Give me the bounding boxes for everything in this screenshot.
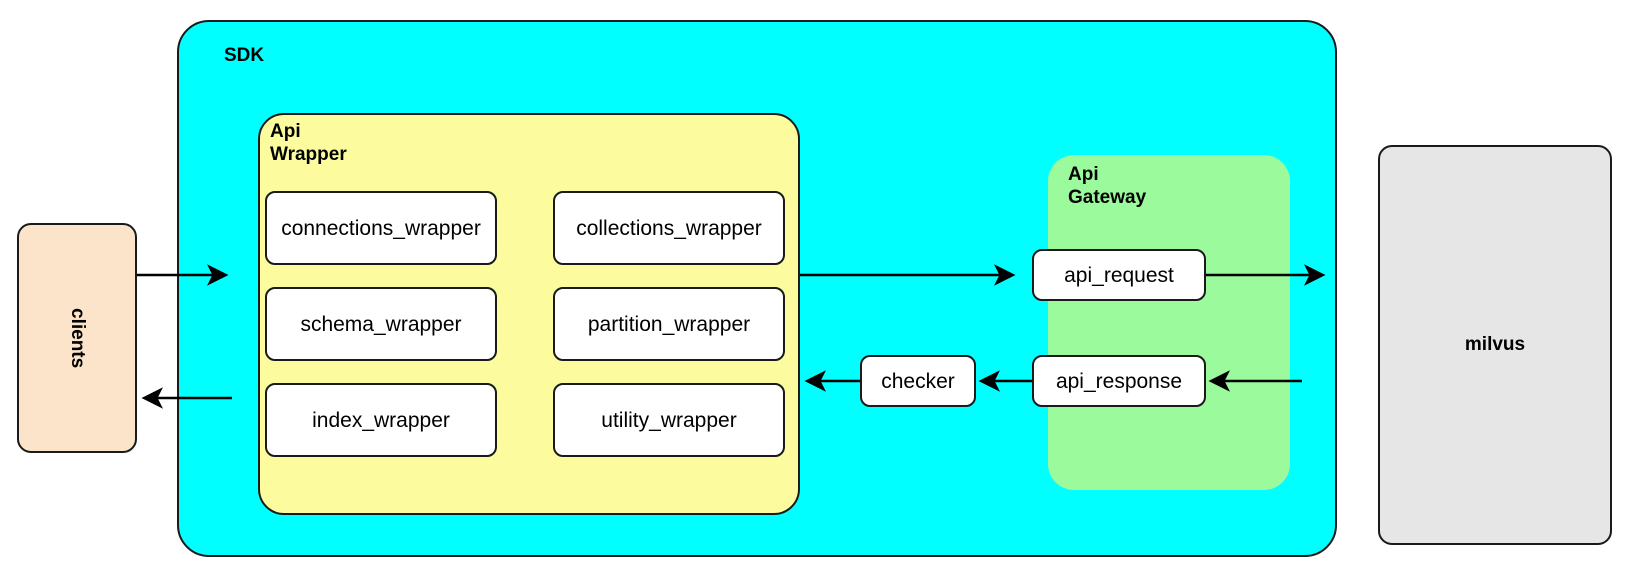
partition-wrapper-label: partition_wrapper [587,312,751,336]
connections-wrapper-box[interactable]: connections_wrapper [265,191,497,265]
api-response-label: api_response [1055,369,1183,393]
clients-box[interactable]: clients [17,223,137,453]
checker-label: checker [881,369,955,393]
milvus-label: milvus [1464,334,1526,355]
schema-wrapper-box[interactable]: schema_wrapper [265,287,497,361]
collections-wrapper-box[interactable]: collections_wrapper [553,191,785,265]
clients-label: clients [67,307,88,369]
index-wrapper-label: index_wrapper [312,408,450,432]
partition-wrapper-box[interactable]: partition_wrapper [553,287,785,361]
api-request-label: api_request [1064,263,1174,287]
api-wrapper-label: Api Wrapper [270,121,347,165]
collections-wrapper-label: collections_wrapper [576,216,762,240]
api-gateway-label: Api Gateway [1068,164,1147,208]
utility-wrapper-label: utility_wrapper [601,408,737,432]
sdk-label: SDK [224,45,265,66]
milvus-box[interactable]: milvus [1378,145,1612,545]
api-gateway-container[interactable]: Api Gateway [1048,155,1290,490]
utility-wrapper-box[interactable]: utility_wrapper [553,383,785,457]
connections-wrapper-label: connections_wrapper [281,216,481,240]
checker-box[interactable]: checker [860,355,976,407]
index-wrapper-box[interactable]: index_wrapper [265,383,497,457]
api-request-box[interactable]: api_request [1032,249,1206,301]
schema-wrapper-label: schema_wrapper [300,312,462,336]
api-response-box[interactable]: api_response [1032,355,1206,407]
